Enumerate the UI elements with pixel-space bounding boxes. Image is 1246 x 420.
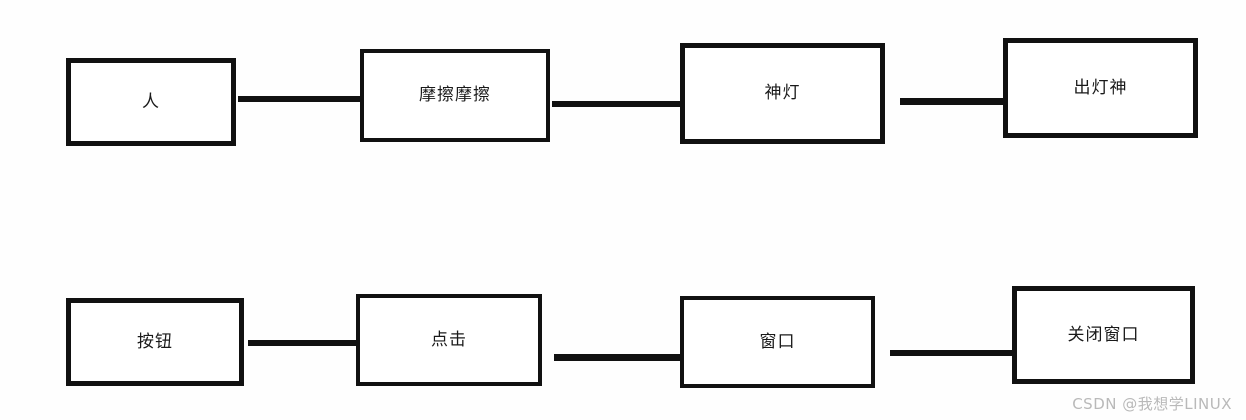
- connector-window-to-close: [890, 350, 1016, 356]
- connector-rub-to-lamp: [552, 101, 684, 107]
- node-label: 关闭窗口: [1067, 324, 1140, 345]
- node-label: 窗口: [759, 331, 796, 352]
- node-label: 按钮: [137, 331, 173, 352]
- node-close-window[interactable]: 关闭窗口: [1012, 286, 1195, 384]
- node-label: 点击: [431, 329, 467, 350]
- node-label: 神灯: [764, 83, 801, 103]
- connector-person-to-rub: [238, 96, 364, 102]
- node-person[interactable]: 人: [66, 58, 236, 146]
- node-label: 出灯神: [1073, 77, 1128, 98]
- node-window[interactable]: 窗口: [680, 296, 875, 388]
- node-button[interactable]: 按钮: [66, 298, 244, 386]
- connector-lamp-to-genie: [900, 98, 1003, 105]
- watermark: CSDN @我想学LINUX: [1072, 395, 1232, 413]
- connector-button-to-click: [248, 340, 362, 346]
- connector-click-to-window: [554, 354, 686, 361]
- node-click[interactable]: 点击: [356, 294, 542, 386]
- node-label: 人: [142, 91, 160, 112]
- node-rub[interactable]: 摩擦摩擦: [360, 49, 550, 142]
- node-label: 摩擦摩擦: [419, 85, 491, 105]
- node-genie-appears[interactable]: 出灯神: [1003, 38, 1198, 138]
- node-magic-lamp[interactable]: 神灯: [680, 43, 885, 144]
